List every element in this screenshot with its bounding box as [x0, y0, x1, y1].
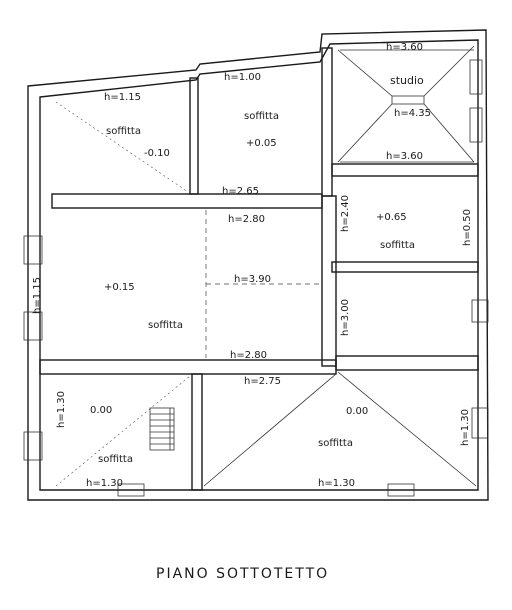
studio-height-peak: h=4.35	[394, 108, 431, 119]
room-6-height-left: h=1.30	[56, 391, 67, 428]
outer-walls	[27, 29, 489, 501]
roof-lines	[55, 45, 477, 487]
plan-title: PIANO SOTTOTETTO	[156, 566, 329, 582]
corridor-height-top-right: h=2.80	[228, 214, 265, 225]
interior-walls	[39, 47, 479, 491]
room-5-level: +0.15	[104, 282, 135, 293]
room-6-name: soffitta	[98, 454, 133, 465]
studio-height-bottom: h=3.60	[386, 151, 423, 162]
room-2-name: soffitta	[244, 111, 279, 122]
room-7-height-top: h=2.75	[244, 376, 281, 387]
room-5-height-left: h=1.15	[32, 277, 43, 314]
corridor-height-vertical: h=3.00	[340, 299, 351, 336]
room-7-height-right: h=1.30	[460, 409, 471, 446]
room-4-name: soffitta	[380, 240, 415, 251]
room-2-height: h=1.00	[224, 72, 261, 83]
room-6-level: 0.00	[90, 405, 112, 416]
room-4-height-right: h=0.50	[462, 209, 473, 246]
room-4-height-left: h=2.40	[340, 195, 351, 232]
room-4-level: +0.65	[376, 212, 407, 223]
room-5-height-bottom: h=2.80	[230, 350, 267, 361]
room-6-height-bottom: h=1.30	[86, 478, 123, 489]
studio-height-top: h=3.60	[386, 42, 423, 53]
room-7-height-bottom: h=1.30	[318, 478, 355, 489]
room-5-name: soffitta	[148, 320, 183, 331]
staircase	[149, 407, 175, 451]
central-room-zones	[205, 210, 322, 358]
room-1-name: soffitta	[106, 126, 141, 137]
studio-name: studio	[390, 74, 424, 87]
room-5-height-mid: h=3.90	[234, 274, 271, 285]
corridor-height-top-left: h=2.65	[222, 186, 259, 197]
wall-openings	[23, 59, 489, 497]
room-7-level: 0.00	[346, 406, 368, 417]
room-1-height: h=1.15	[104, 92, 141, 103]
room-2-level: +0.05	[246, 138, 277, 149]
room-7-name: soffitta	[318, 438, 353, 449]
room-1-level: -0.10	[144, 148, 170, 159]
